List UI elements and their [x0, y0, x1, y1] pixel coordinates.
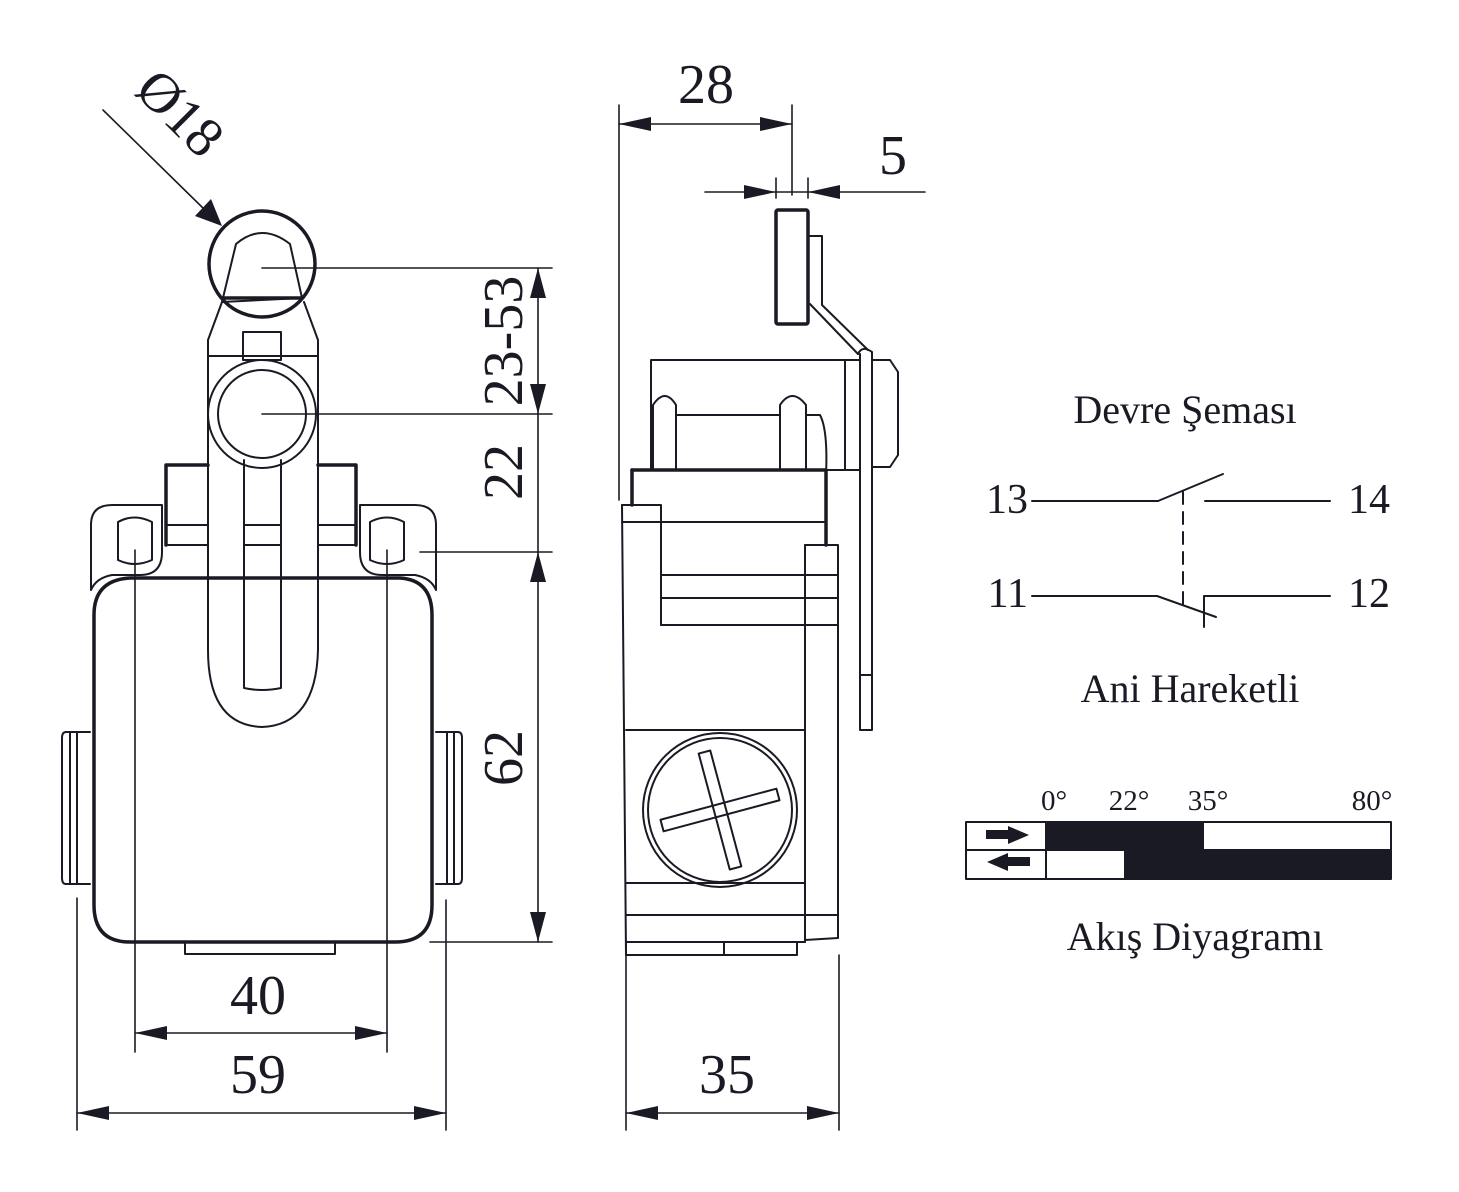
roller-hub	[221, 232, 303, 303]
dim-body-width: 59	[230, 1044, 286, 1106]
travel-bar-forward	[1046, 822, 1204, 850]
arrow-right-icon	[986, 826, 1029, 844]
body-base-tab	[184, 941, 336, 955]
dim-hole-spacing: 40	[230, 965, 286, 1027]
dim-lever-axis: 22	[473, 444, 535, 500]
wire	[1203, 595, 1331, 628]
body-left-edge	[621, 504, 627, 956]
angle-label: 22°	[1109, 785, 1150, 817]
dim-arrow	[626, 1106, 658, 1120]
cover-screw-inner	[647, 737, 793, 883]
travel-diagram: 0° 22° 35° 80° Akış Diyagramı	[965, 785, 1393, 959]
front-view: Ø18 23-53 22 62 40 59	[61, 57, 553, 1131]
head-right	[316, 463, 358, 547]
body-step	[621, 504, 662, 626]
dim-arrow	[744, 185, 776, 199]
dim-arrow	[530, 912, 546, 942]
nc-contact-blade	[1156, 595, 1217, 618]
circuit-diagram: Devre Şeması 13 14 11 12 Ani Hareketli	[986, 387, 1390, 711]
lever-bracket	[809, 235, 869, 351]
head-curve	[805, 414, 828, 476]
head-left	[164, 463, 210, 547]
dim-arrow	[77, 1106, 109, 1120]
terminal-11: 11	[988, 571, 1028, 617]
side-view: 28 5 35	[618, 54, 926, 1131]
screw-slot-horizontal	[659, 787, 781, 833]
dim-arrow	[808, 185, 840, 199]
mount-hole-left	[117, 516, 153, 565]
dim-arrow	[414, 1106, 446, 1120]
travel-bars	[1046, 822, 1391, 879]
dim-arrow	[355, 1026, 387, 1040]
travel-bar-return	[1124, 850, 1391, 879]
gland-left	[61, 731, 91, 885]
terminal-13: 13	[986, 477, 1028, 523]
dim-arrow	[530, 552, 546, 582]
mount-ear-right	[359, 504, 437, 591]
mount-ear-left	[90, 504, 163, 591]
terminal-14: 14	[1348, 477, 1390, 523]
dim-body-depth: 35	[699, 1044, 755, 1106]
body-right-block	[804, 544, 839, 941]
roller-outer	[207, 209, 317, 319]
angle-label: 0°	[1041, 785, 1067, 817]
lever-post-right	[779, 395, 807, 471]
dim-arrow	[619, 117, 651, 131]
gland-right	[435, 731, 463, 885]
angle-label: 35°	[1188, 785, 1229, 817]
screw-cross-icon	[659, 749, 781, 871]
dim-arrow	[807, 1106, 839, 1120]
diameter-arrow	[195, 199, 222, 226]
body-base	[625, 941, 798, 956]
body-top-side	[630, 468, 828, 547]
mount-hole-right	[369, 516, 405, 565]
travel-title: Akış Diyagramı	[1067, 914, 1324, 959]
circuit-title: Devre Şeması	[1073, 387, 1296, 432]
dim-lever-travel: 23-53	[473, 276, 535, 407]
dim-roller-offset: 28	[678, 54, 734, 116]
lever-bracket-inner	[809, 303, 859, 355]
diameter-leader	[102, 109, 206, 211]
lever-plate	[857, 348, 873, 731]
dim-arrow	[530, 384, 546, 414]
dim-roller-diameter: Ø18	[124, 57, 236, 169]
actuator-knob	[871, 359, 899, 468]
dim-arrow	[135, 1026, 167, 1040]
switch-body	[92, 576, 434, 944]
angle-label: 80°	[1352, 785, 1393, 817]
no-contact-blade	[1157, 473, 1224, 502]
lever-post-left	[652, 395, 677, 471]
dim-body-height: 62	[473, 730, 535, 786]
dim-arrow	[530, 268, 546, 298]
dim-roller-width: 5	[879, 125, 907, 187]
arrow-left-icon	[987, 853, 1030, 871]
roller-side	[774, 208, 810, 326]
terminal-12: 12	[1348, 571, 1390, 617]
dim-arrow	[760, 117, 792, 131]
lever-slot	[243, 459, 282, 691]
screw-slot-vertical	[697, 749, 743, 871]
lever-arm	[207, 301, 319, 728]
cover-screw-outer	[642, 732, 798, 888]
circuit-subtitle: Ani Hareketli	[1081, 666, 1300, 711]
